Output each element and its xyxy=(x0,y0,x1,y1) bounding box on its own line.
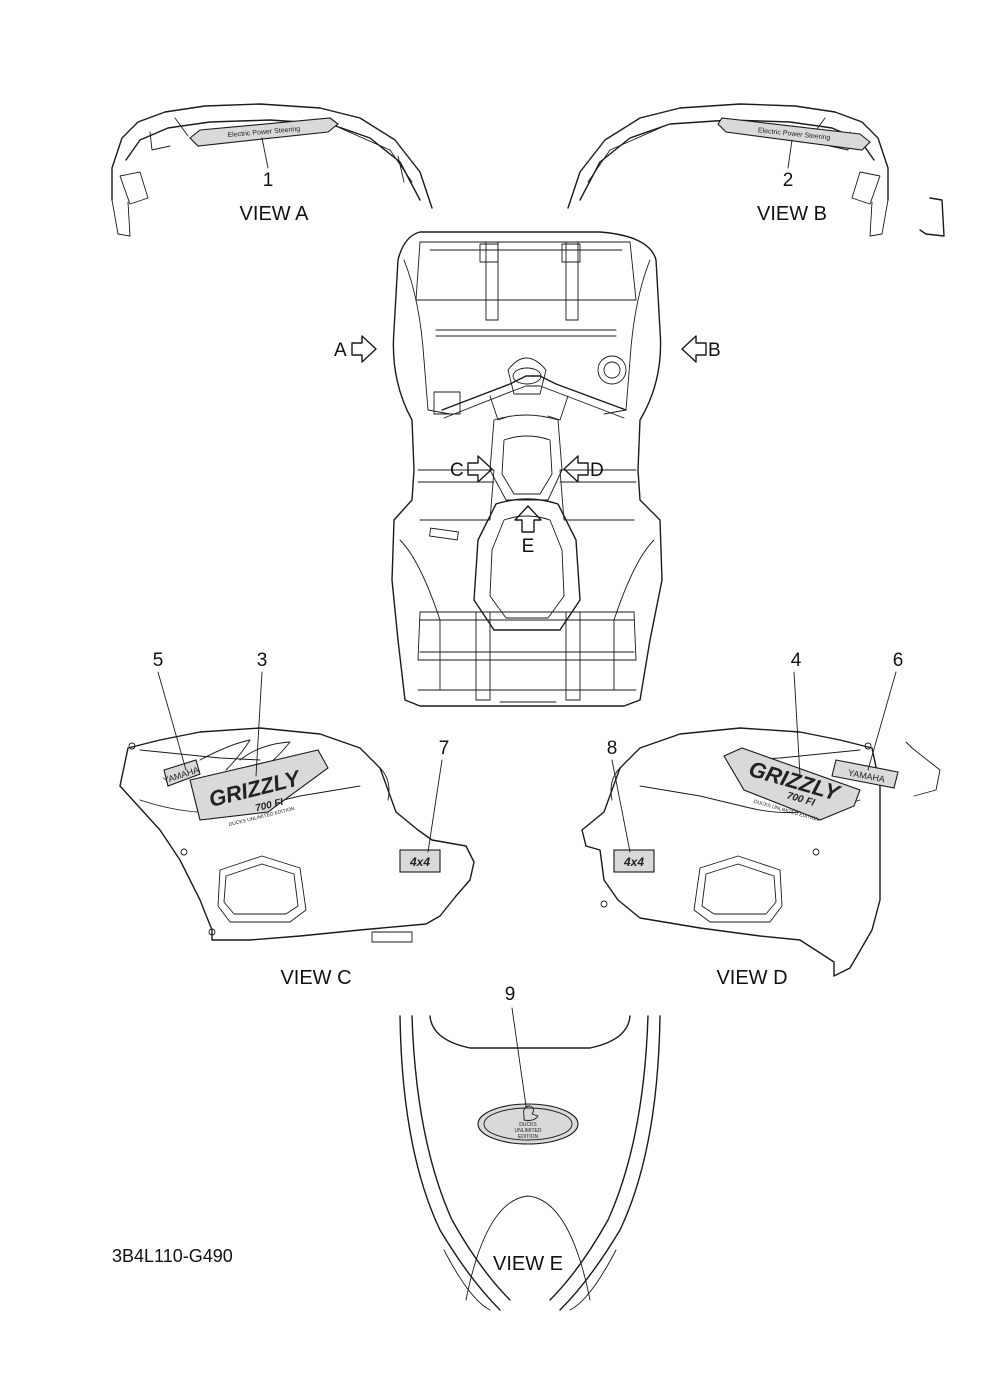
leader-line-9 xyxy=(511,1007,527,1107)
ducks-decal-line1: DUCKS xyxy=(519,1122,537,1128)
arrow-d-label: D xyxy=(590,460,604,481)
4x4-decal-left: 4x4 xyxy=(399,849,441,873)
leader-line-7 xyxy=(427,759,443,853)
leader-line-5 xyxy=(157,671,187,771)
view-a-label: VIEW A xyxy=(240,203,310,225)
arrow-b: B xyxy=(681,335,721,363)
arrow-b-label: B xyxy=(708,340,721,361)
callout-6: 6 xyxy=(893,650,904,671)
leader-line-6 xyxy=(867,671,897,771)
arrow-e: E xyxy=(514,505,542,557)
eps-decal-left: Electric Power Steering xyxy=(189,117,339,147)
view-c-label: VIEW C xyxy=(280,967,351,989)
leader-line-4 xyxy=(793,671,801,777)
yamaha-decal-right: YAMAHA xyxy=(831,759,899,789)
4x4-decal-left-text: 4x4 xyxy=(409,855,430,869)
arrow-a: A xyxy=(334,335,377,363)
leader-line-2 xyxy=(787,139,793,169)
view-c-side-panel-drawing xyxy=(119,727,475,943)
4x4-decal-right-text: 4x4 xyxy=(623,855,644,869)
leader-line-1 xyxy=(261,137,269,169)
grizzly-decal-left: GRIZZLY 700 FI DUCKS UNLIMITED EDITION xyxy=(189,749,329,828)
view-e-label: VIEW E xyxy=(493,1253,563,1275)
leader-line-8 xyxy=(611,759,631,853)
drawing-code: 3B4L110-G490 xyxy=(112,1246,233,1266)
ducks-decal-line3: EDITION xyxy=(518,1134,539,1140)
atv-top-view-drawing xyxy=(391,231,663,707)
callout-5: 5 xyxy=(153,650,164,671)
eps-decal-right: Electric Power Steering xyxy=(717,117,871,151)
leader-line-3 xyxy=(255,671,263,777)
arrow-a-label: A xyxy=(334,340,347,361)
view-d-label: VIEW D xyxy=(716,967,787,989)
arrow-e-label: E xyxy=(522,536,535,557)
callout-2: 2 xyxy=(783,170,794,191)
callout-7: 7 xyxy=(439,738,450,759)
callout-3: 3 xyxy=(257,650,268,671)
callout-9: 9 xyxy=(505,984,516,1005)
callout-4: 4 xyxy=(791,650,802,671)
ducks-decal-line2: UNLIMITED xyxy=(515,1128,542,1134)
view-b-label: VIEW B xyxy=(757,203,827,225)
arrow-d: D xyxy=(563,455,604,483)
callout-1: 1 xyxy=(263,170,274,191)
view-a-fender-drawing xyxy=(111,103,433,237)
arrow-c-label: C xyxy=(450,460,464,481)
4x4-decal-right: 4x4 xyxy=(613,849,655,873)
arrow-c: C xyxy=(450,455,493,483)
view-e-tank-drawing xyxy=(399,1015,661,1311)
grizzly-decal-right: GRIZZLY 700 FI DUCKS UNLIMITED EDITION xyxy=(723,747,861,823)
callout-8: 8 xyxy=(607,738,618,759)
ducks-unlimited-decal: DUCKS UNLIMITED EDITION xyxy=(477,1103,579,1145)
